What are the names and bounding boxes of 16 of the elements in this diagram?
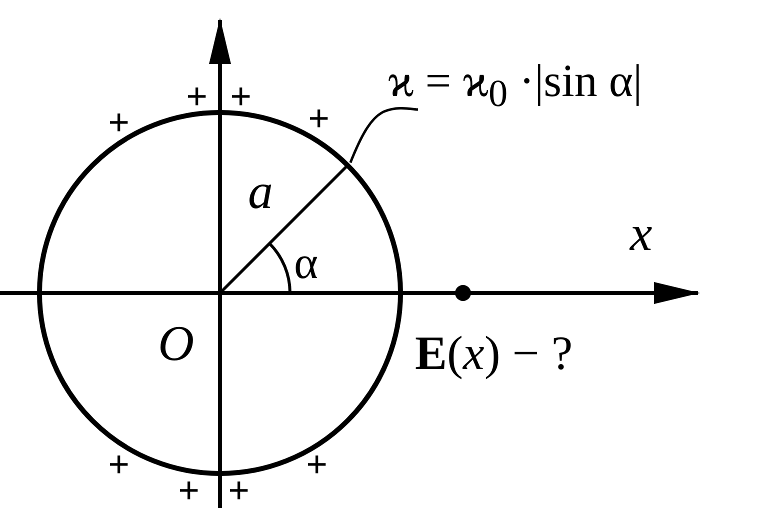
plus-sign: + <box>186 78 208 116</box>
plus-sign: + <box>108 104 130 142</box>
axis-label: x <box>630 208 652 258</box>
plus-sign: + <box>178 472 200 510</box>
origin-label: O <box>158 318 194 368</box>
field-question: E(x) − ? <box>415 330 573 378</box>
plus-sign: + <box>308 100 330 138</box>
plus-sign: + <box>228 472 250 510</box>
leader-line <box>349 106 418 164</box>
charged-ring <box>37 110 403 476</box>
plus-sign: + <box>230 78 252 116</box>
charge-density-formula: ϰ = ϰ$_{0}$ ·|sin α| <box>388 58 642 114</box>
plus-sign: + <box>306 446 328 484</box>
radius-label: a <box>248 166 273 216</box>
plus-sign: + <box>108 446 130 484</box>
angle-label: α <box>294 240 318 286</box>
